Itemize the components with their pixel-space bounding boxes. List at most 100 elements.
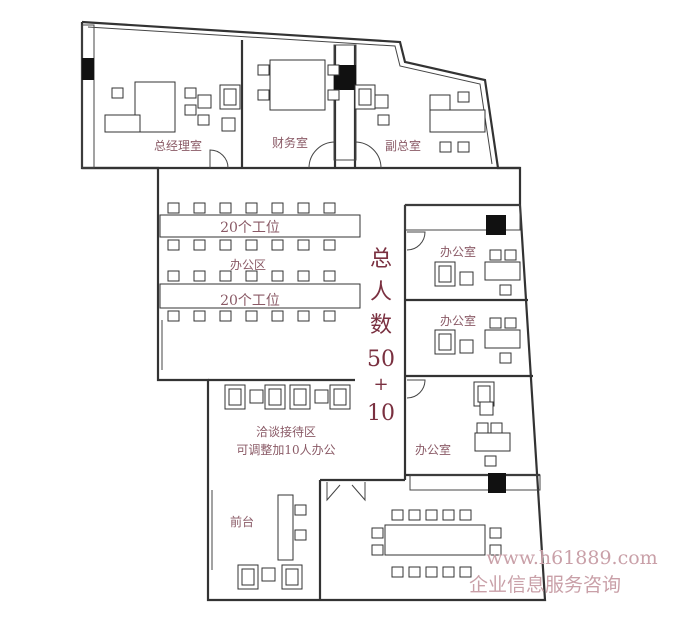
chair — [297, 270, 310, 282]
chair — [167, 202, 180, 214]
headcount-char: 人 — [370, 280, 392, 305]
chair — [323, 202, 336, 214]
sofa-cushion — [438, 333, 452, 351]
tea-table — [197, 94, 212, 109]
tea-table — [459, 339, 474, 354]
chair — [271, 310, 284, 322]
chair — [476, 422, 489, 434]
chair — [167, 239, 180, 251]
chair — [499, 352, 512, 364]
tea-table — [459, 271, 474, 286]
workstation-desk-row — [159, 214, 361, 238]
lounge-label: 洽谈接待区 — [256, 424, 316, 439]
sofa-cushion — [477, 385, 491, 403]
chair — [184, 104, 197, 116]
chair — [425, 566, 438, 578]
chair — [484, 455, 497, 467]
chair — [111, 87, 124, 99]
chair — [391, 566, 404, 578]
room-label-office-3: 办公室 — [415, 442, 451, 457]
watermark-company: 企业信息服务咨询 — [469, 574, 621, 596]
desk — [484, 329, 521, 349]
walls — [80, 20, 547, 602]
reception-desk — [277, 494, 294, 561]
tea-table — [374, 94, 389, 109]
tea-table — [249, 389, 264, 404]
headcount-base: 50 — [367, 347, 395, 372]
sofa-cushion — [358, 88, 372, 106]
sofa-cushion — [438, 265, 452, 283]
room-label-office-1: 办公室 — [440, 244, 476, 259]
chair — [167, 270, 180, 282]
chair — [442, 566, 455, 578]
chair — [245, 202, 258, 214]
headcount-plus: + — [373, 374, 388, 395]
desk — [484, 261, 521, 281]
chair — [408, 509, 421, 521]
chair — [391, 509, 404, 521]
chair — [297, 202, 310, 214]
room-label-deputy-gm: 副总室 — [385, 138, 421, 153]
workstation-desk-row — [159, 283, 361, 309]
chair — [327, 89, 340, 101]
chair — [219, 310, 232, 322]
chair — [219, 270, 232, 282]
headcount-char: 总 — [370, 247, 392, 272]
headcount-char: 数 — [370, 313, 392, 338]
chair — [489, 317, 502, 329]
chair — [323, 270, 336, 282]
chair — [257, 89, 270, 101]
furniture — [104, 59, 521, 590]
chair — [489, 544, 502, 556]
sofa-cushion — [241, 568, 255, 586]
chair — [193, 202, 206, 214]
chair — [371, 544, 384, 556]
meeting-table — [384, 524, 486, 556]
chair — [371, 527, 384, 539]
chair — [489, 249, 502, 261]
watermark-url: www.h61889.com — [486, 547, 657, 569]
chair — [457, 141, 470, 153]
chair — [193, 239, 206, 251]
chair — [327, 64, 340, 76]
workstations-bottom-label: 20个工位 — [220, 293, 280, 309]
chair — [297, 239, 310, 251]
sofa-cushion — [333, 388, 347, 406]
chair — [425, 509, 438, 521]
chair — [323, 310, 336, 322]
sofa-cushion — [228, 388, 242, 406]
chair — [167, 310, 180, 322]
chair — [245, 270, 258, 282]
finance-desks — [269, 59, 326, 111]
chair — [257, 64, 270, 76]
room-label-finance: 财务室 — [272, 135, 308, 150]
chair — [197, 114, 210, 126]
headcount-extra: 10 — [367, 401, 395, 426]
chair — [489, 527, 502, 539]
chair — [271, 202, 284, 214]
chair — [377, 114, 390, 126]
tea-table — [221, 117, 236, 132]
chair — [245, 239, 258, 251]
chair — [442, 509, 455, 521]
tea-table — [479, 401, 494, 416]
chair — [184, 87, 197, 99]
chair — [271, 239, 284, 251]
chair — [294, 504, 307, 516]
chair — [504, 317, 517, 329]
chair — [408, 566, 421, 578]
chair — [193, 310, 206, 322]
lounge-note: 可调整加10人办公 — [236, 442, 335, 457]
chair — [245, 310, 258, 322]
chair — [219, 239, 232, 251]
chair — [499, 284, 512, 296]
tea-table — [261, 567, 276, 582]
chair — [504, 249, 517, 261]
sofa-cushion — [293, 388, 307, 406]
desk — [474, 432, 511, 452]
chair — [271, 270, 284, 282]
chair — [297, 310, 310, 322]
sofa-cushion — [223, 88, 237, 106]
room-label-gm-office: 总经理室 — [154, 138, 202, 153]
reception-label: 前台 — [230, 514, 254, 529]
